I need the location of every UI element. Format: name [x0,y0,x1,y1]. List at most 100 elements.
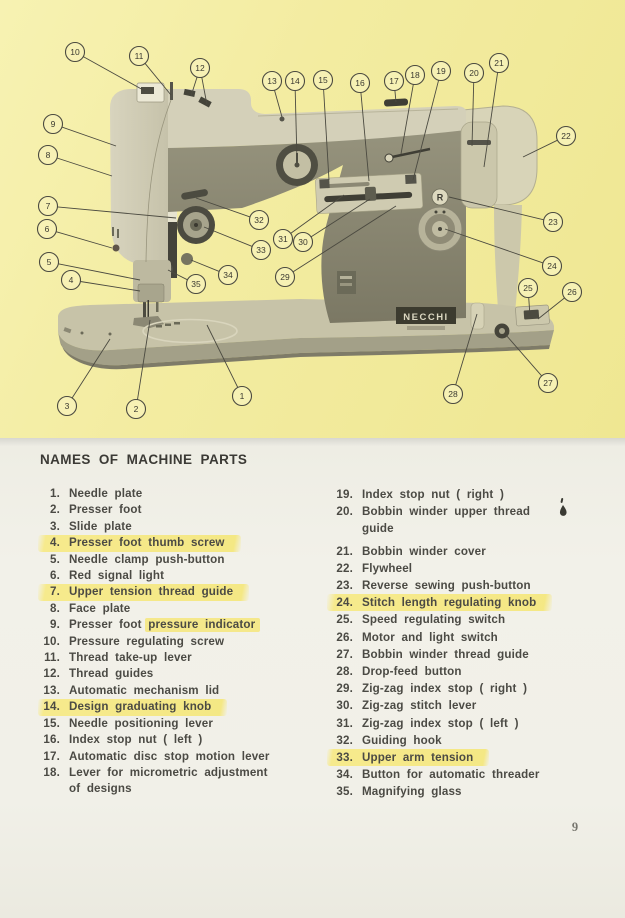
callout-35 [185,273,207,295]
part-label: Automatic mechanism lid [69,683,220,697]
part-number: 1. [50,487,60,500]
part-label: Needle plate [69,487,143,500]
machine-head [110,89,168,266]
tension-dial [177,206,215,244]
callout-leader-9 [61,126,117,147]
callout-leader-10 [83,56,146,92]
callout-32 [248,209,270,231]
part-number: 22. [336,561,353,575]
part-item-21: 21.Bobbin winder cover [327,543,617,560]
part-label: Thread guides [69,667,154,681]
callout-5 [38,251,60,273]
callout-leader-12 [201,77,208,106]
part-label: Red signal light [69,569,165,583]
callout-number-1: 1 [240,391,245,401]
part-number: 30. [336,699,353,713]
callout-number-21: 21 [494,58,504,68]
callout-16 [349,72,371,94]
callout-17 [383,70,405,92]
callout-leader-12 [190,76,198,97]
part-item-31: 31.Zig-zag index stop ( left ) [327,715,617,732]
part-label: Thread take-up lever [69,651,192,665]
callout-leader-31 [290,194,345,234]
bobbin-winder-slit [467,140,491,145]
callout-3 [56,395,78,417]
callout-number-19: 19 [436,66,446,76]
highlight-mark: pressure indicator [145,618,261,633]
callout-number-13: 13 [267,76,277,86]
part-number: 24. [336,596,353,610]
presser-bar [156,296,159,312]
callout-leader-22 [522,139,558,158]
part-label: Automatic disc stop motion lever [69,749,270,763]
callout-12 [189,57,211,79]
page-fold-shadow [0,438,625,446]
callout-leader-11 [144,63,172,96]
part-item-4: 4.Presser foot thumb screw [38,535,325,552]
callout-22 [555,125,577,147]
callout-24 [541,255,563,277]
part-item-10: 10.Pressure regulating screw [38,634,325,650]
callout-number-25: 25 [523,283,533,293]
callout-leader-3 [71,338,111,399]
page-title: NAMES OF MACHINE PARTS [40,452,248,467]
callout-number-24: 24 [547,261,557,271]
callout-13 [261,70,283,92]
callout-leader-17 [394,90,397,103]
callout-leader-19 [412,80,440,181]
part-item-6: 6.Red signal light [38,568,325,584]
thread-line [145,99,172,263]
part-item-25: 25.Speed regulating switch [327,611,617,628]
part-item-12: 12.Thread guides [38,666,325,682]
callout-number-34: 34 [223,270,233,280]
part-item-9: 9.Presser foot pressure indicator [38,617,325,633]
part-item-26: 26.Motor and light switch [327,629,617,646]
part-number: 31. [336,716,353,730]
svg-text:R: R [437,193,444,203]
index-stop-nut-left [319,179,330,189]
callout-number-30: 30 [298,237,308,247]
part-label: Slide plate [69,519,132,533]
part-label: Magnifying glass [362,785,462,799]
part-item-5: 5.Needle clamp push-button [38,552,325,568]
part-item-24: 24. Stitch length regulating knob [327,594,617,612]
part-label: Index stop nut ( left ) [69,733,203,747]
callout-leader-21 [483,72,499,168]
part-label: Button for automatic threader [362,768,540,782]
thread-guide-b [198,96,212,108]
lid-screw [279,116,285,122]
callout-leader-23 [448,196,544,221]
arm-lid-line [257,108,459,117]
callout-18 [404,64,426,86]
part-number: 18. [43,765,60,779]
callout-number-2: 2 [134,404,139,414]
callout-11 [128,45,150,67]
model-badge [337,271,356,294]
part-item-33: 33.Upper arm tension [327,749,617,767]
callout-number-17: 17 [389,76,399,86]
part-item-22: 22.Flywheel [327,560,617,577]
callout-number-28: 28 [448,389,458,399]
take-up-pin [170,82,173,100]
part-label: Upper tension thread guide [69,585,234,599]
callout-number-16: 16 [355,78,365,88]
callout-number-9: 9 [51,119,56,129]
part-label: Reverse sewing push-button [362,579,531,593]
needle [147,300,149,326]
part-label: Design graduating knob [69,700,212,714]
callout-27 [537,372,559,394]
callout-leader-13 [274,90,283,118]
callout-leader-6 [55,231,113,249]
needle-clamp [137,283,165,303]
part-number: 17. [43,749,60,763]
callout-leader-32 [195,197,251,218]
needle-position-knob [364,186,377,202]
callout-number-31: 31 [278,234,288,244]
part-label: Stitch length regulating knob [362,596,537,610]
part-number: 16. [43,733,60,747]
part-label: Upper arm tension [362,751,474,765]
part-label: Index stop nut ( right ) [362,488,504,501]
part-number: 4. [50,536,60,550]
callout-number-6: 6 [45,224,50,234]
